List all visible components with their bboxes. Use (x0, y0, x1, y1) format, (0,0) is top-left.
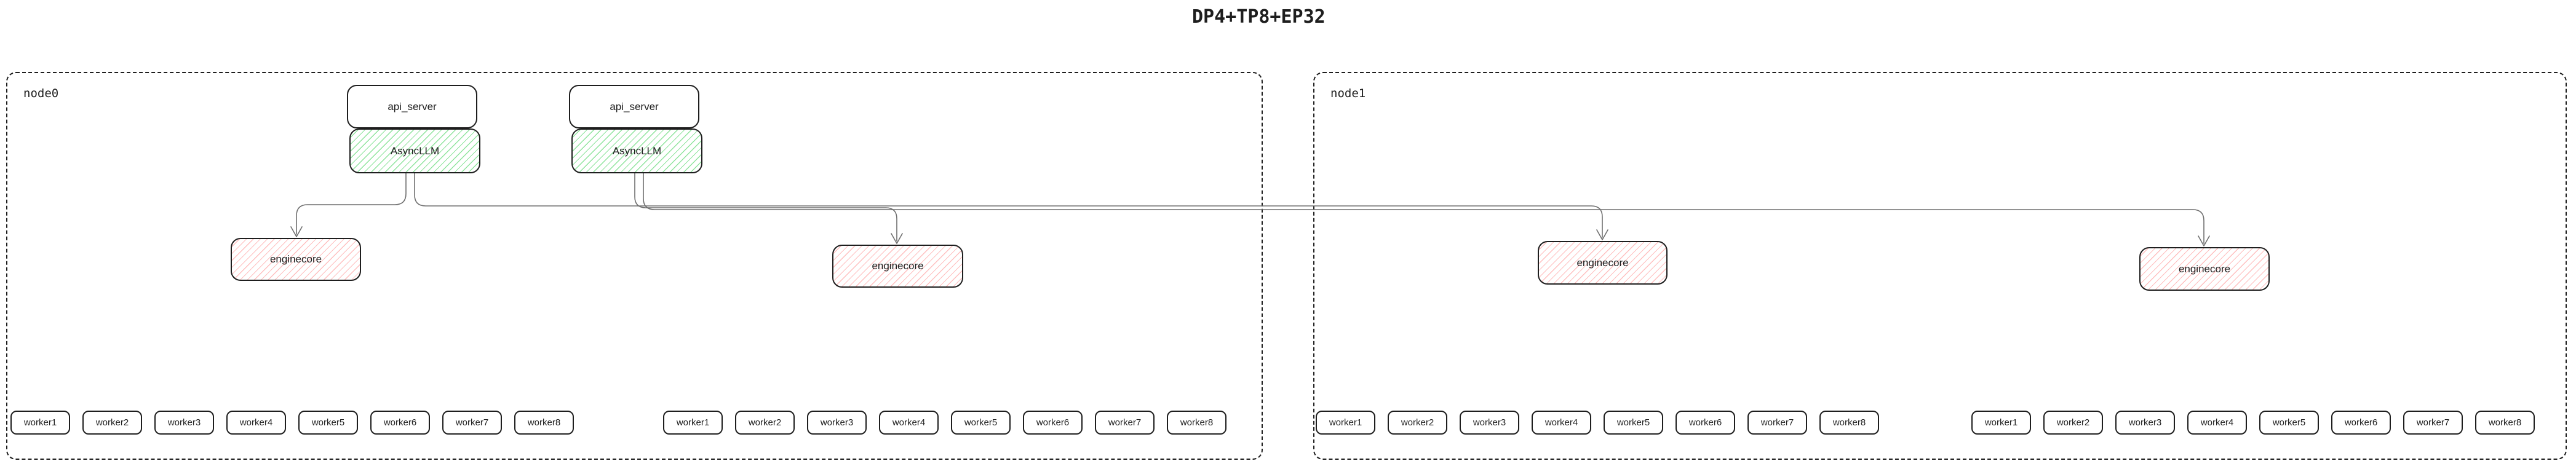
worker-chip: worker2 (82, 411, 142, 435)
worker-group-node1-1: worker1 worker2 worker3 worker4 worker5 worke… (1316, 411, 1879, 435)
worker-chip: worker7 (442, 411, 502, 435)
worker-chip: worker5 (298, 411, 358, 435)
worker-group-node0-2: worker1 worker2 worker3 worker4 worker5 worke… (663, 411, 1226, 435)
async-llm-box-1: AsyncLLM (349, 128, 480, 173)
node0-label: node0 (23, 87, 59, 100)
worker-chip: worker1 (1316, 411, 1375, 435)
worker-chip: worker1 (10, 411, 70, 435)
worker-chip: worker1 (663, 411, 723, 435)
worker-chip: worker6 (2331, 411, 2391, 435)
worker-chip: worker3 (154, 411, 214, 435)
worker-chip: worker3 (807, 411, 867, 435)
worker-chip: worker5 (2259, 411, 2319, 435)
worker-group-node0-1: worker1 worker2 worker3 worker4 worker5 worke… (10, 411, 574, 435)
worker-chip: worker2 (735, 411, 795, 435)
enginecore-box-1: enginecore (231, 238, 361, 281)
worker-chip: worker2 (2043, 411, 2103, 435)
worker-chip: worker4 (1532, 411, 1591, 435)
worker-chip: worker6 (370, 411, 430, 435)
async-llm-box-2: AsyncLLM (571, 128, 702, 173)
worker-chip: worker5 (1604, 411, 1663, 435)
worker-chip: worker8 (1167, 411, 1226, 435)
worker-chip: worker2 (1388, 411, 1447, 435)
worker-chip: worker6 (1676, 411, 1735, 435)
worker-chip: worker7 (2403, 411, 2463, 435)
enginecore-box-4: enginecore (2139, 247, 2270, 291)
diagram-title: DP4+TP8+EP32 (1192, 6, 1326, 28)
enginecore-box-2: enginecore (832, 245, 963, 288)
worker-chip: worker1 (1971, 411, 2031, 435)
worker-chip: worker7 (1095, 411, 1155, 435)
worker-chip: worker4 (2187, 411, 2247, 435)
node1-label: node1 (1330, 87, 1366, 100)
worker-chip: worker4 (226, 411, 286, 435)
worker-chip: worker3 (2115, 411, 2175, 435)
worker-group-node1-2: worker1 worker2 worker3 worker4 worker5 worke… (1971, 411, 2535, 435)
worker-chip: worker8 (2475, 411, 2535, 435)
worker-chip: worker3 (1460, 411, 1519, 435)
worker-chip: worker5 (951, 411, 1011, 435)
worker-chip: worker8 (1819, 411, 1879, 435)
worker-chip: worker4 (879, 411, 939, 435)
api-server-box-1: api_server (347, 85, 477, 128)
worker-chip: worker8 (514, 411, 574, 435)
enginecore-box-3: enginecore (1538, 241, 1668, 285)
worker-chip: worker6 (1023, 411, 1083, 435)
worker-chip: worker7 (1747, 411, 1807, 435)
node0-container: node0 (6, 72, 1263, 460)
api-server-box-2: api_server (569, 85, 699, 128)
node1-container: node1 (1313, 72, 2567, 460)
